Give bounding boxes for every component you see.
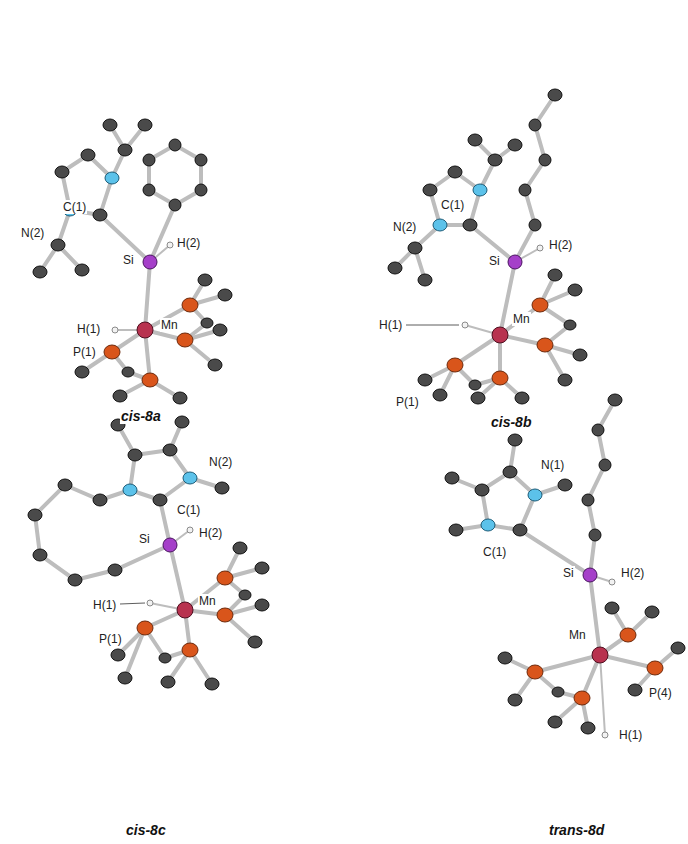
atom-label: H(1) (618, 728, 643, 742)
structure-cis-8b (388, 89, 587, 404)
compound-caption: trans-8d (548, 822, 605, 838)
atom-label: P(4) (648, 686, 673, 700)
atom-label: N(2) (392, 220, 417, 234)
atom-label: H(2) (176, 236, 201, 250)
atom-label: N(2) (20, 226, 45, 240)
atom-label: Mn (568, 628, 587, 642)
atom-label: C(1) (62, 200, 87, 214)
compound-caption: cis-8b (490, 414, 532, 430)
atom-label: C(1) (176, 503, 201, 517)
atom-label: C(1) (440, 198, 465, 212)
atom-label: Si (122, 253, 135, 267)
atom-label: H(1) (76, 322, 101, 336)
atom-label: P(1) (72, 345, 97, 359)
structure-cis-8c (28, 416, 269, 690)
structure-trans-8d (445, 394, 685, 738)
atom-label: H(2) (620, 566, 645, 580)
atom-label: P(1) (395, 395, 420, 409)
atom-label: H(2) (548, 238, 573, 252)
atom-label: N(2) (208, 455, 233, 469)
atom-label: Si (138, 532, 151, 546)
atom-label: H(1) (378, 318, 403, 332)
compound-caption: cis-8a (120, 408, 162, 424)
compound-caption: cis-8c (125, 822, 167, 838)
atom-label: H(2) (198, 526, 223, 540)
atom-label: N(1) (540, 458, 565, 472)
atom-label: Mn (160, 318, 179, 332)
atom-label: C(1) (482, 545, 507, 559)
atom-label: Si (562, 566, 575, 580)
atom-label: Mn (512, 312, 531, 326)
atom-label: Si (488, 254, 501, 268)
atom-label: Mn (198, 594, 217, 608)
atom-label: H(1) (92, 598, 117, 612)
structure-cis-8a (33, 119, 232, 404)
atom-label: P(1) (98, 632, 123, 646)
